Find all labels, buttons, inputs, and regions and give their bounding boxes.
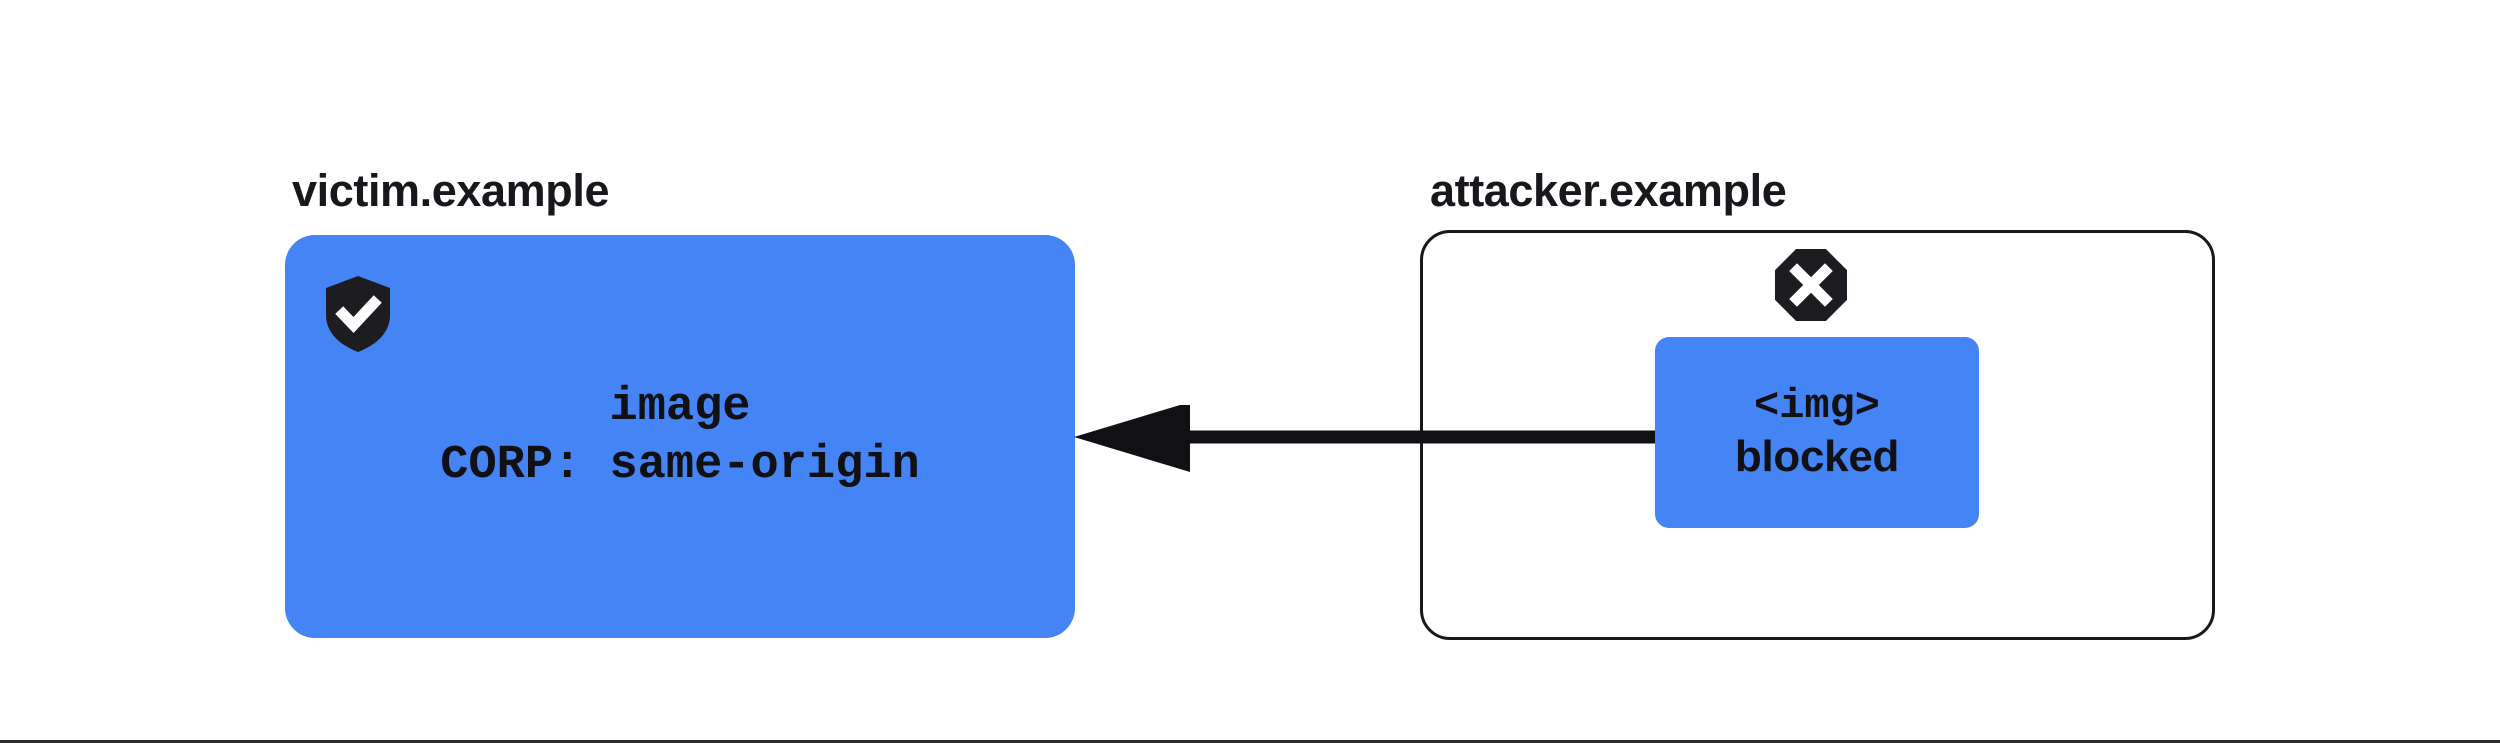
victim-origin-label: victim.example — [292, 165, 610, 216]
victim-resource-name: image — [609, 381, 751, 435]
victim-origin-panel: image CORP: same-origin — [285, 235, 1075, 638]
shield-check-icon — [324, 275, 392, 353]
octagon-x-icon — [1775, 249, 1847, 321]
attacker-img-element-box: <img> blocked — [1655, 337, 1979, 528]
attacker-img-status: blocked — [1734, 432, 1900, 482]
attacker-img-tag: <img> — [1753, 381, 1881, 430]
attacker-origin-label: attacker.example — [1430, 165, 1787, 216]
victim-resource-header: CORP: same-origin — [440, 438, 920, 492]
victim-resource-text: image CORP: same-origin — [285, 235, 1075, 638]
